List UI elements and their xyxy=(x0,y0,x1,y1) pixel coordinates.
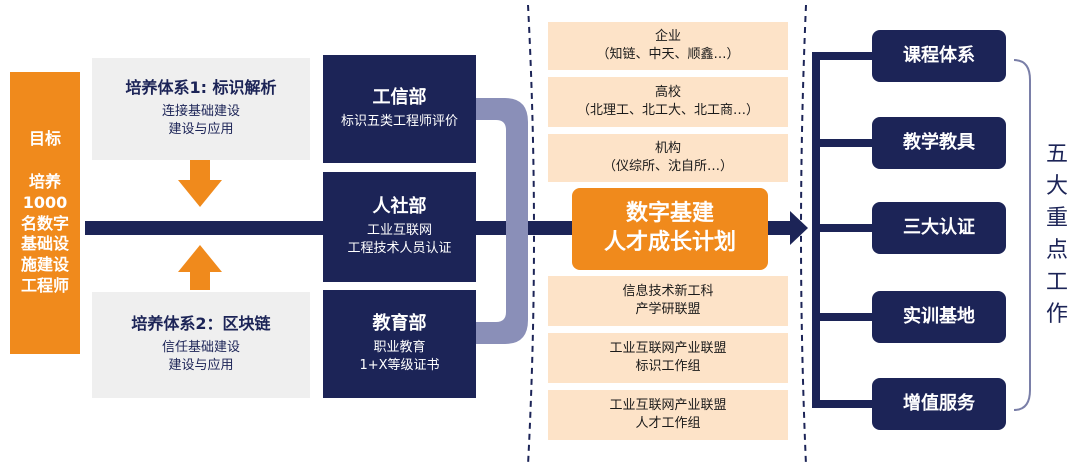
tasks-label-char: 重 xyxy=(1045,206,1068,232)
partner-line: 信息技术新工科 xyxy=(622,283,714,299)
tasks-bracket xyxy=(1013,59,1031,411)
ministry-line: 工业互联网 xyxy=(366,223,432,239)
task-branch-2 xyxy=(812,139,874,147)
goal-line: 基础设 xyxy=(20,234,69,254)
tasks-label-char: 五 xyxy=(1045,142,1068,168)
tasks-vertical-label: 五 大 重 点 工 作 xyxy=(1040,130,1074,340)
ministry-name: 教育部 xyxy=(372,312,427,334)
arrow-up-icon xyxy=(178,245,222,290)
goal-label: 目标 xyxy=(28,129,61,149)
task-box-2: 教学教具 xyxy=(872,117,1006,169)
partner-detail: （北理工、北工大、北工商…） xyxy=(576,103,759,118)
task-label: 教学教具 xyxy=(903,131,975,153)
ministry-box-2: 人社部 工业互联网 工程技术人员认证 xyxy=(323,172,476,282)
ministry-line: 标识五类工程师评价 xyxy=(340,114,458,130)
partner-line: 产学研联盟 xyxy=(635,302,701,317)
tasks-label-char: 点 xyxy=(1045,238,1068,263)
plan-box: 数字基建 人才成长计划 xyxy=(572,188,768,270)
goal-line: 工程师 xyxy=(20,275,69,295)
ministry-line: 职业教育 xyxy=(373,340,426,356)
task-box-5: 增值服务 xyxy=(872,378,1006,430)
ministry-box-1: 工信部 标识五类工程师评价 xyxy=(323,55,476,163)
goal-line: 名数字 xyxy=(20,213,69,233)
ministry-bracket xyxy=(476,98,528,344)
partner-line: 工业互联网产业联盟 xyxy=(609,340,727,356)
task-box-4: 实训基地 xyxy=(872,291,1006,343)
task-branch-4 xyxy=(812,313,874,321)
system-box-1: 培养体系1: 标识解析 连接基础建设 建设与应用 xyxy=(92,58,310,160)
dashed-separator-right xyxy=(800,4,807,466)
partner-title: 高校 xyxy=(654,84,681,100)
task-label: 课程体系 xyxy=(903,44,975,66)
task-box-1: 课程体系 xyxy=(872,30,1006,82)
task-label: 增值服务 xyxy=(903,392,975,414)
goal-line: 1000 xyxy=(22,192,68,212)
goal-box: 目标 培养 1000 名数字 基础设 施建设 工程师 xyxy=(10,72,80,354)
partner-title: 企业 xyxy=(654,28,681,44)
system-title: 培养体系1: 标识解析 xyxy=(125,78,277,98)
tasks-label-char: 作 xyxy=(1045,301,1068,327)
task-branch-1 xyxy=(812,52,874,60)
partner-box-alliance-2: 工业互联网产业联盟 标识工作组 xyxy=(548,333,788,383)
partner-box-alliance-3: 工业互联网产业联盟 人才工作组 xyxy=(548,390,788,440)
arrow-down-icon xyxy=(178,160,222,207)
system-line: 建设与应用 xyxy=(168,122,234,138)
system-line: 信任基础建设 xyxy=(161,340,240,356)
dashed-separator-left xyxy=(527,4,535,466)
partner-detail: （知链、中天、顺鑫…） xyxy=(596,47,740,62)
partner-line: 工业互联网产业联盟 xyxy=(609,397,727,413)
ministry-name: 人社部 xyxy=(372,195,427,217)
plan-line-1: 数字基建 xyxy=(625,201,714,227)
partner-line: 人才工作组 xyxy=(635,416,701,431)
system-box-2: 培养体系2：区块链 信任基础建设 建设与应用 xyxy=(92,292,310,398)
tasks-label-char: 工 xyxy=(1045,269,1068,295)
tasks-label-char: 大 xyxy=(1045,174,1068,200)
goal-line: 施建设 xyxy=(20,255,69,275)
system-title: 培养体系2：区块链 xyxy=(131,314,271,334)
system-line: 连接基础建设 xyxy=(161,104,240,120)
task-box-3: 三大认证 xyxy=(872,202,1006,254)
partner-title: 机构 xyxy=(654,140,681,156)
partner-detail: （仪综所、沈自所…） xyxy=(602,159,733,174)
partner-box-alliance-1: 信息技术新工科 产学研联盟 xyxy=(548,276,788,326)
ministry-line: 工程技术人员认证 xyxy=(347,241,452,257)
task-label: 实训基地 xyxy=(903,305,975,327)
partner-box-enterprise: 企业 （知链、中天、顺鑫…） xyxy=(548,22,788,70)
task-branch-3 xyxy=(812,224,874,232)
goal-line: 培养 xyxy=(28,172,61,191)
plan-line-2: 人才成长计划 xyxy=(603,230,736,255)
system-line: 建设与应用 xyxy=(168,358,234,374)
partner-box-university: 高校 （北理工、北工大、北工商…） xyxy=(548,77,788,127)
main-arrowhead xyxy=(790,211,808,245)
task-label: 三大认证 xyxy=(903,216,975,238)
partner-box-institute: 机构 （仪综所、沈自所…） xyxy=(548,134,788,182)
partner-line: 标识工作组 xyxy=(635,359,701,374)
ministry-box-3: 教育部 职业教育 1+X等级证书 xyxy=(323,290,476,398)
ministry-name: 工信部 xyxy=(372,86,427,108)
ministry-line: 1+X等级证书 xyxy=(359,358,440,374)
task-branch-5 xyxy=(812,400,874,408)
